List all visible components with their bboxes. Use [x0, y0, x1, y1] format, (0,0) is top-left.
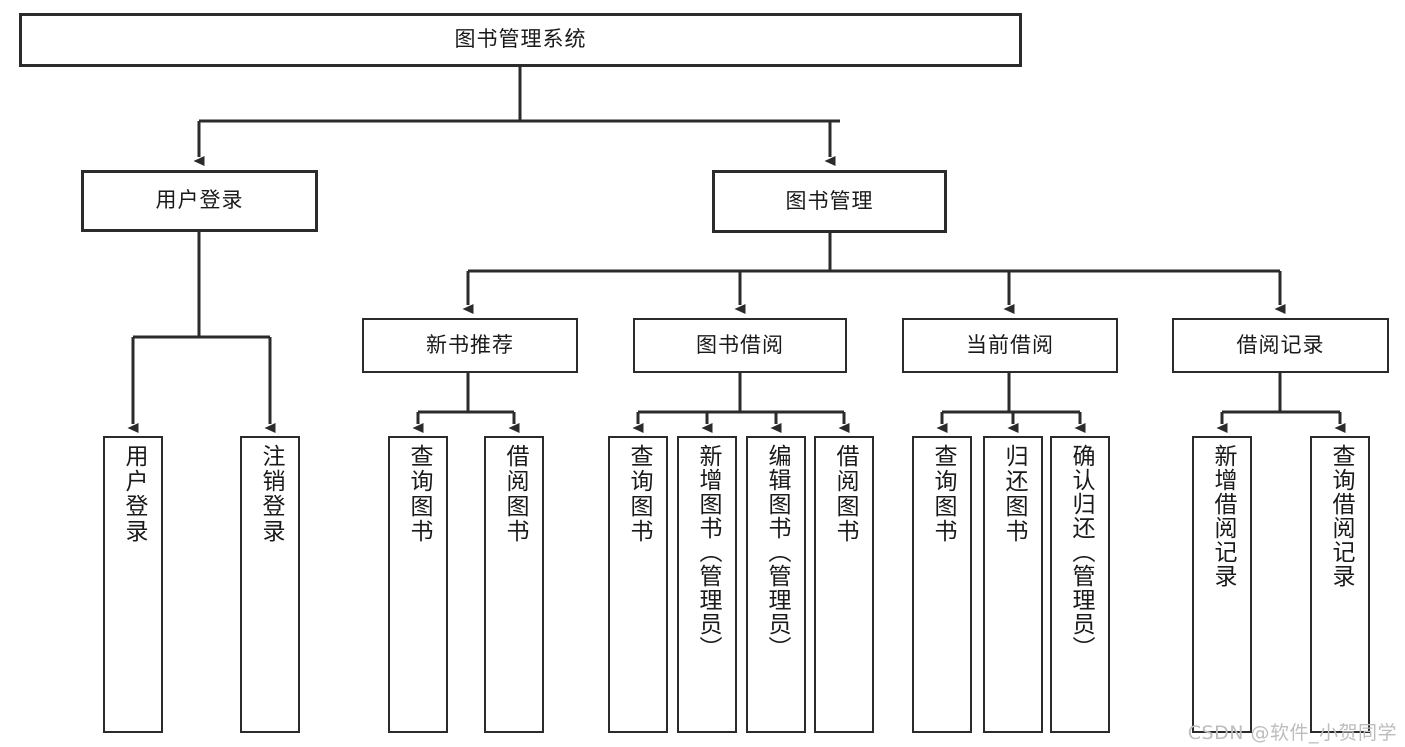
node-borrow-records[interactable]: 借阅记录 [1172, 318, 1389, 373]
node-label: 编辑图书（管理员） [763, 444, 790, 660]
node-label: 当前借阅 [966, 332, 1054, 357]
node-leaf-add-book-admin[interactable]: 新增图书（管理员） [677, 436, 737, 733]
node-root-system[interactable]: 图书管理系统 [19, 13, 1022, 67]
node-label: 新增图书（管理员） [694, 444, 721, 660]
node-current-borrow[interactable]: 当前借阅 [902, 318, 1118, 373]
csdn-watermark: CSDN @软件_小贺同学 [1187, 722, 1397, 744]
node-leaf-logout[interactable]: 注销登录 [240, 436, 300, 733]
node-label: 查询图书 [929, 444, 956, 544]
node-leaf-query-books-current[interactable]: 查询图书 [912, 436, 972, 733]
node-leaf-borrow-books[interactable]: 借阅图书 [814, 436, 874, 733]
node-label: 查询图书 [625, 444, 652, 544]
node-label: 用户登录 [155, 188, 244, 213]
node-label: 确认归还（管理员） [1067, 444, 1094, 660]
node-label: 借阅图书 [831, 444, 858, 544]
node-book-management[interactable]: 图书管理 [712, 170, 947, 233]
node-label: 归还图书 [1000, 444, 1027, 544]
node-label: 查询借阅记录 [1327, 444, 1354, 588]
node-label: 借阅图书 [501, 444, 528, 544]
node-leaf-query-books-borrow[interactable]: 查询图书 [608, 436, 668, 733]
node-label: 图书管理 [785, 188, 874, 213]
node-user-login[interactable]: 用户登录 [81, 170, 318, 232]
node-label: 新书推荐 [426, 332, 514, 357]
node-new-book-recommend[interactable]: 新书推荐 [362, 318, 578, 373]
node-book-borrow[interactable]: 图书借阅 [633, 318, 847, 373]
node-label: 新增借阅记录 [1209, 444, 1236, 588]
node-leaf-edit-book-admin[interactable]: 编辑图书（管理员） [746, 436, 806, 733]
node-label: 查询图书 [405, 444, 432, 544]
node-leaf-query-books-newbook[interactable]: 查询图书 [388, 436, 448, 733]
node-leaf-add-borrow-record[interactable]: 新增借阅记录 [1192, 436, 1252, 733]
node-label: 借阅记录 [1236, 332, 1325, 357]
node-label: 注销登录 [257, 444, 284, 544]
node-leaf-user-login[interactable]: 用户登录 [103, 436, 163, 733]
node-label: 图书借阅 [696, 332, 784, 357]
node-leaf-return-books[interactable]: 归还图书 [983, 436, 1043, 733]
node-leaf-confirm-return-admin[interactable]: 确认归还（管理员） [1050, 436, 1110, 733]
node-label: 用户登录 [120, 444, 147, 544]
node-leaf-query-borrow-record[interactable]: 查询借阅记录 [1310, 436, 1370, 733]
node-leaf-borrow-books-newbook[interactable]: 借阅图书 [484, 436, 544, 733]
node-label: 图书管理系统 [454, 27, 587, 52]
